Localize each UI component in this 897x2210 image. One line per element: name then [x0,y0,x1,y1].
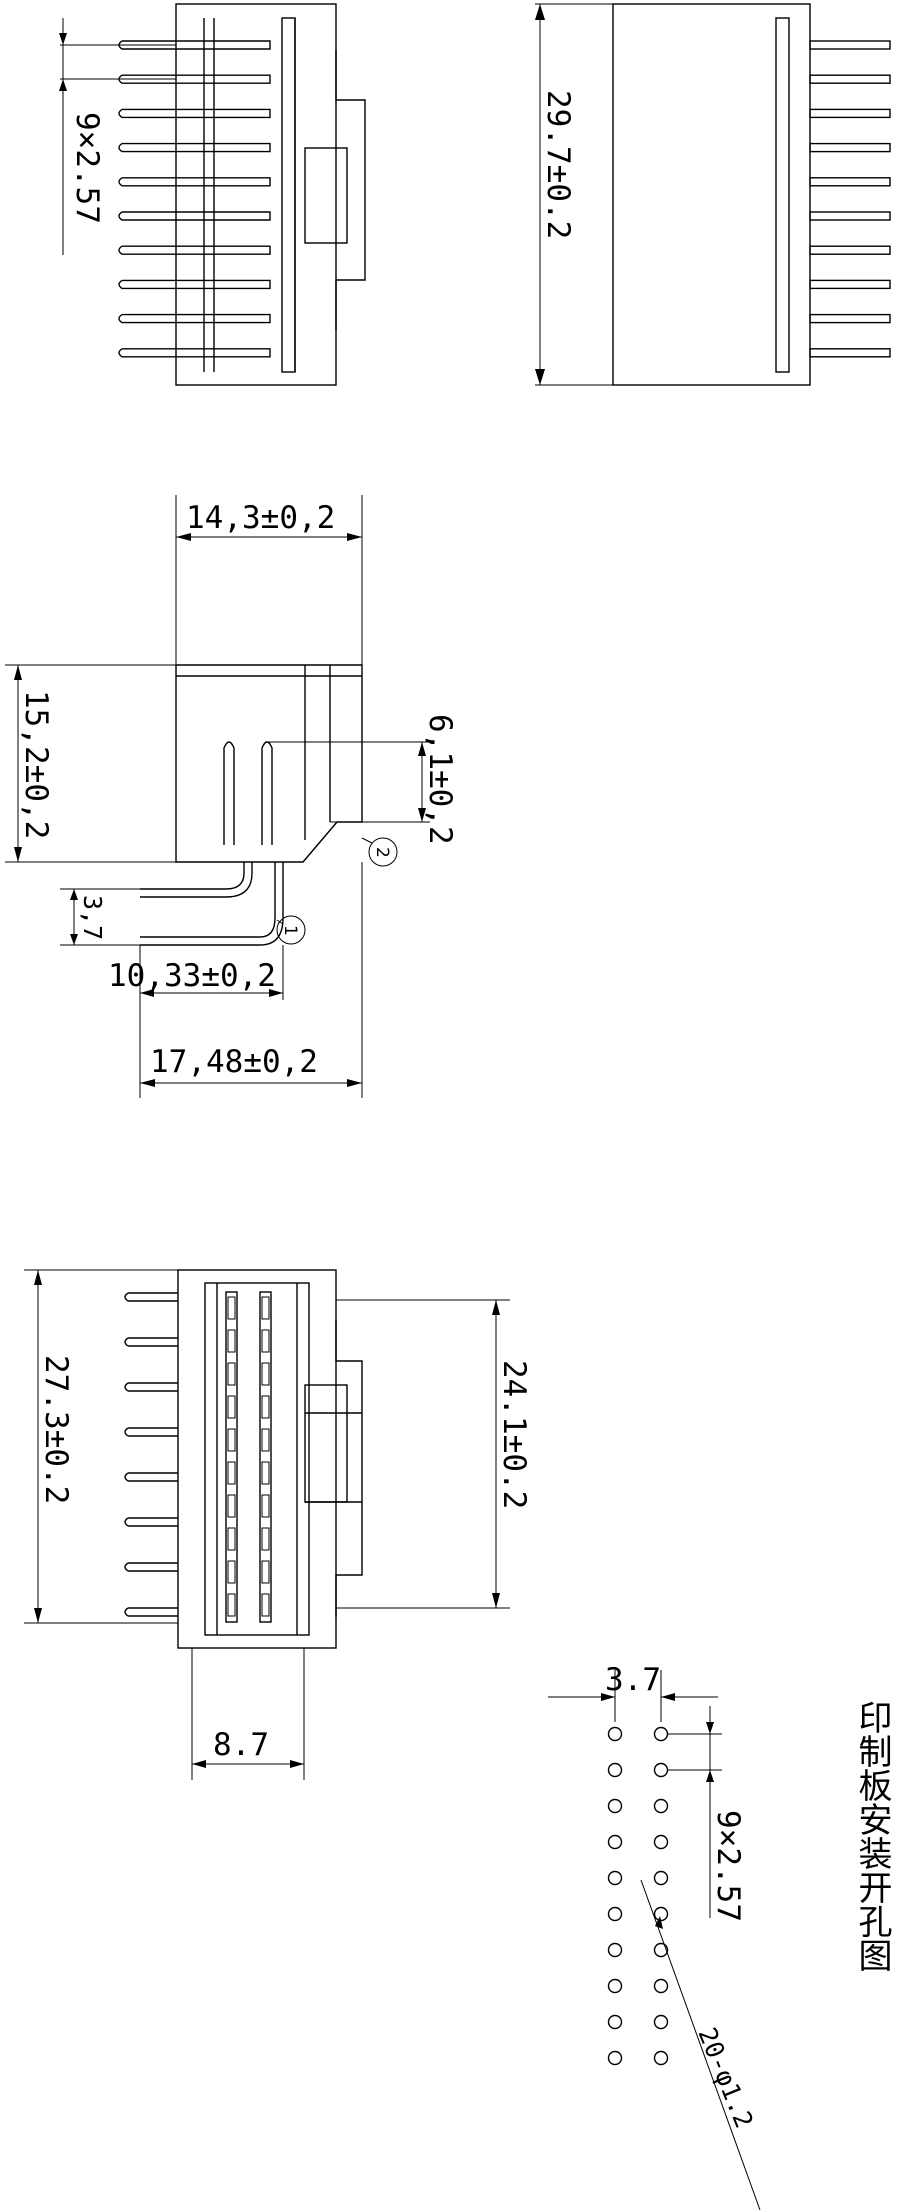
pcb-hole [607,2014,623,2030]
front-pin [124,1382,178,1392]
front-contact [261,1494,270,1518]
pcb-layout: 3.7 9×2.57 20-φ1.2 印制板安装开孔图 [548,1662,892,2210]
front-pin [124,1472,178,1482]
pcb-hole-grid [607,1726,669,2066]
top-view: 9×2.57 [59,3,366,386]
side-pin [809,245,891,255]
top-pin [118,211,271,221]
pcb-hole [653,1726,669,1742]
front-contact [261,1560,270,1584]
side-pin [809,142,891,153]
top-pin [118,74,271,84]
front-width-label: 8.7 [213,1727,269,1763]
profile-row-pitch-label: 3,7 [78,895,107,940]
callout-2-circle [368,837,398,867]
profile-width-label: 14,3±0,2 [186,500,335,536]
front-contact [261,1362,270,1386]
front-contact [261,1395,270,1419]
front-contact [261,1329,270,1353]
pcb-hole [653,2050,669,2066]
pcb-hole [607,1906,623,1922]
front-pin [124,1427,178,1437]
front-contact [227,1593,236,1617]
side-pin [809,40,891,50]
pcb-hole [653,1906,669,1922]
front-pin [124,1562,178,1572]
pcb-hole [607,1870,623,1886]
top-view-pitch-label: 9×2.57 [69,112,105,224]
front-contact [227,1329,236,1353]
pcb-hole [607,1834,623,1850]
front-view: 27.3±0.2 24.1±0.2 8.7 [24,1269,532,1780]
front-inner-length-label: 24.1±0.2 [496,1360,532,1509]
front-pin [124,1517,178,1527]
top-pin [118,245,271,255]
side-view: 29.7±0.2 [535,3,891,386]
top-pin [118,348,271,358]
top-pin [118,313,271,324]
side-pin [809,348,891,358]
pcb-hole [607,1798,623,1814]
front-view-pins [124,1292,178,1617]
front-view-contacts [227,1296,270,1617]
front-length-label: 27.3±0.2 [38,1355,74,1504]
front-contact [227,1296,236,1320]
side-view-height-label: 29.7±0.2 [540,90,576,239]
top-pin [118,279,271,290]
pcb-hole [653,2014,669,2030]
side-pin [809,313,891,324]
front-contact [261,1461,270,1485]
pcb-pitch-label: 9×2.57 [710,1810,746,1922]
pcb-hole [653,1762,669,1778]
pcb-hole [607,1978,623,1994]
top-pin [118,108,271,119]
pcb-hole [607,1942,623,1958]
front-contact [227,1395,236,1419]
top-view-pins [118,40,271,358]
side-pin [809,74,891,84]
pcb-hole [653,1798,669,1814]
profile-height-label: 15,2±0,2 [18,690,54,839]
side-pin [809,177,891,187]
pcb-hole [607,1762,623,1778]
side-view-pins [809,40,891,358]
profile-view: 14,3±0,2 15,2±0,2 6,1±0,2 3 [5,495,458,1098]
front-contact [227,1560,236,1584]
pcb-hole [607,1726,623,1742]
pcb-layout-title: 印制板安装开孔图 [852,1700,892,1972]
pcb-hole [653,1978,669,1994]
front-contact [261,1428,270,1452]
front-contact [227,1362,236,1386]
front-pin [124,1337,178,1347]
side-pin [809,279,891,290]
front-contact [261,1296,270,1320]
profile-pin-offset-label: 10,33±0,2 [108,958,276,994]
front-contact [227,1428,236,1452]
profile-pin-height-label: 6,1±0,2 [422,714,458,845]
callout-1-circle [276,915,306,945]
pcb-hole [653,1834,669,1850]
profile-overall-depth-label: 17,48±0,2 [150,1044,318,1080]
front-pin [124,1292,178,1302]
top-pin [118,40,271,50]
top-pin [118,142,271,153]
front-contact [261,1527,270,1551]
side-pin [809,108,891,119]
pcb-hole [653,1870,669,1886]
front-contact [227,1461,236,1485]
pcb-hole [653,1942,669,1958]
pcb-hole-label: 20-φ1.2 [692,2023,758,2132]
side-pin [809,211,891,221]
pcb-row-spacing-label: 3.7 [605,1662,661,1698]
callout-1-label: 1 [280,925,300,936]
front-contact [261,1593,270,1617]
front-contact [227,1527,236,1551]
callout-2-label: 2 [372,847,392,858]
pcb-hole [607,2050,623,2066]
front-contact [227,1494,236,1518]
top-pin [118,177,271,187]
front-pin [124,1607,178,1617]
